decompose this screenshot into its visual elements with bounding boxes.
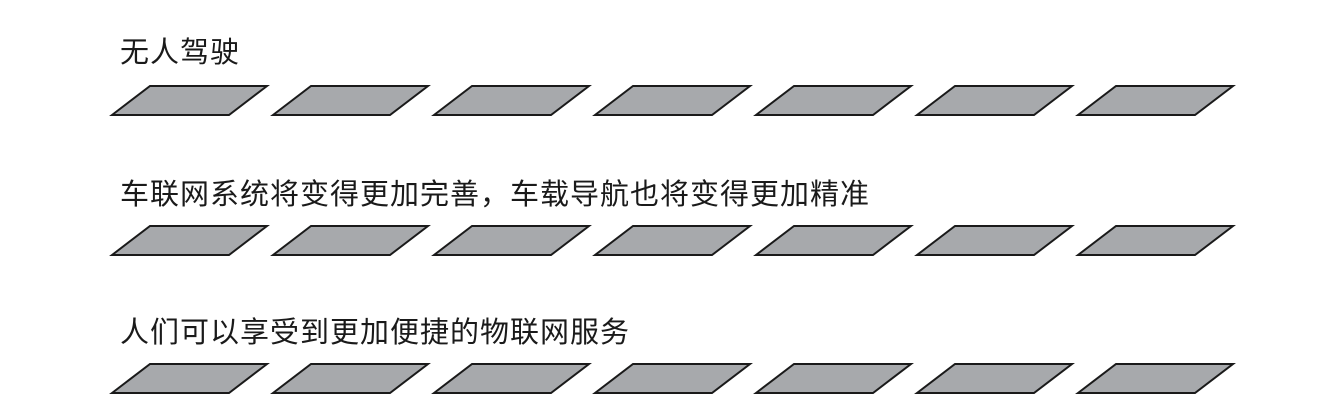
- answer-tile[interactable]: [431, 85, 592, 116]
- answer-tile[interactable]: [592, 85, 753, 116]
- answer-tile[interactable]: [270, 85, 431, 116]
- tile-row-3: [109, 363, 1236, 394]
- tile-row-1: [109, 85, 1236, 116]
- answer-tile[interactable]: [592, 225, 753, 256]
- answer-tile[interactable]: [592, 363, 753, 394]
- answer-tile[interactable]: [109, 363, 270, 394]
- answer-tile[interactable]: [753, 363, 914, 394]
- answer-tile[interactable]: [270, 225, 431, 256]
- statement-3-text: 人们可以享受到更加便捷的物联网服务: [120, 315, 631, 349]
- answer-tile[interactable]: [1075, 363, 1236, 394]
- answer-tile[interactable]: [109, 225, 270, 256]
- answer-tile[interactable]: [753, 225, 914, 256]
- answer-tile[interactable]: [1075, 225, 1236, 256]
- answer-tile[interactable]: [914, 225, 1075, 256]
- answer-tile[interactable]: [1075, 85, 1236, 116]
- answer-tile[interactable]: [914, 363, 1075, 394]
- answer-tile[interactable]: [914, 85, 1075, 116]
- answer-tile[interactable]: [753, 85, 914, 116]
- answer-tile[interactable]: [431, 363, 592, 394]
- answer-tile[interactable]: [270, 363, 431, 394]
- statement-1-text: 无人驾驶: [120, 35, 241, 69]
- answer-tile[interactable]: [431, 225, 592, 256]
- statement-2-text: 车联网系统将变得更加完善，车载导航也将变得更加精准: [120, 177, 871, 211]
- answer-tile[interactable]: [109, 85, 270, 116]
- tile-row-2: [109, 225, 1236, 256]
